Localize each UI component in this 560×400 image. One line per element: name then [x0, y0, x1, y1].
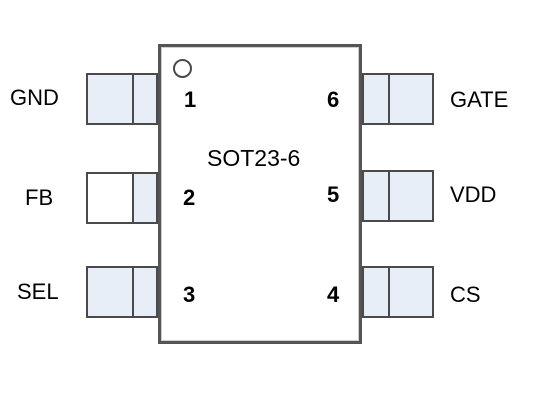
- pin-2-name: FB: [25, 185, 54, 210]
- package-name: SOT23-6: [207, 145, 301, 171]
- pin-3-name: SEL: [17, 279, 59, 304]
- pin-1-number: 1: [184, 87, 197, 112]
- pin-5-name: VDD: [450, 182, 497, 207]
- pin-6-pad: [362, 73, 434, 125]
- pin-3-number: 3: [183, 282, 196, 307]
- pin-5-number: 5: [327, 182, 340, 207]
- pin-6-number: 6: [327, 87, 340, 112]
- pin-5-pad: [362, 170, 434, 222]
- pin-3-pad: [86, 266, 158, 318]
- pin-1-name: GND: [10, 85, 59, 110]
- ic-package-body: [158, 44, 362, 344]
- pin-1-pad: [86, 73, 158, 125]
- pin-4-number: 4: [327, 282, 340, 307]
- pin-4-pad: [362, 266, 434, 318]
- pin-2-pad: [86, 172, 158, 224]
- pin1-indicator-dot: [173, 59, 192, 78]
- pin-2-number: 2: [183, 185, 196, 210]
- pin-4-name: CS: [450, 282, 481, 307]
- pin-6-name: GATE: [450, 87, 509, 112]
